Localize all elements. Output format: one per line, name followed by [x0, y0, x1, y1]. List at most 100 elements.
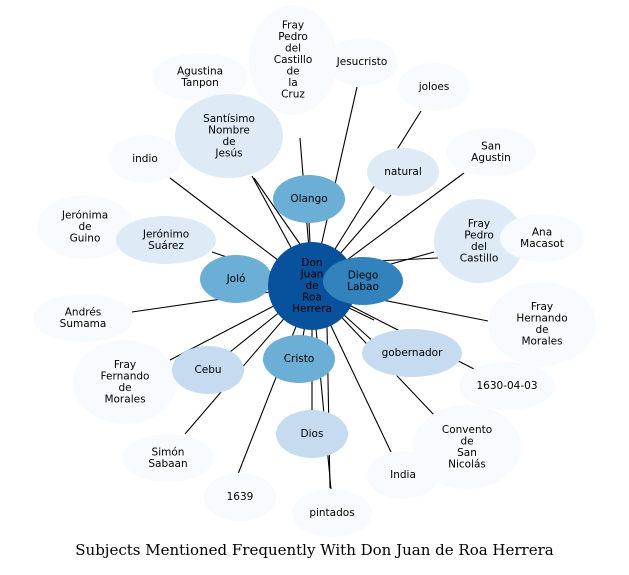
- node-label-line: Andrés: [65, 306, 102, 318]
- node-shape: [434, 199, 524, 283]
- node-label-line: Agustina: [177, 65, 223, 77]
- node-label-line: Pedro: [278, 31, 308, 43]
- node-year-1639[interactable]: 1639: [204, 473, 276, 521]
- node-label-line: indio: [132, 153, 158, 165]
- node-label-line: Fray: [282, 20, 304, 32]
- node-shape: [152, 53, 248, 101]
- node-shape: [37, 195, 133, 259]
- node-label-line: Suárez: [148, 240, 184, 252]
- edge-extra-0: [253, 177, 303, 248]
- node-shape: [367, 451, 439, 499]
- diagram-caption: Subjects Mentioned Frequently With Don J…: [75, 541, 554, 559]
- node-label-line: Herrera: [292, 303, 332, 315]
- node-shape: [122, 434, 214, 482]
- node-label-line: Nombre: [208, 124, 250, 136]
- node-shape: [33, 294, 133, 342]
- node-label-line: Fray: [114, 359, 136, 371]
- node-label-line: Simón: [152, 446, 185, 458]
- node-label-line: Jesús: [214, 147, 242, 159]
- node-label-line: India: [390, 469, 416, 481]
- node-label-line: Nicolás: [448, 458, 486, 470]
- node-shape: [413, 405, 521, 489]
- node-label-line: Juan: [300, 269, 324, 281]
- node-natural[interactable]: natural: [367, 148, 439, 196]
- node-label-line: Sabaan: [148, 458, 187, 470]
- node-label-line: San: [457, 447, 477, 459]
- node-shape: [500, 214, 584, 262]
- node-label-line: Joló: [226, 273, 246, 285]
- node-label-line: Hernando: [516, 312, 567, 324]
- node-label-line: 1630-04-03: [476, 380, 537, 392]
- node-label-line: Santísimo: [203, 113, 255, 125]
- node-label-line: la: [288, 77, 297, 89]
- node-shape: [367, 148, 439, 196]
- node-shape: [116, 216, 216, 264]
- node-cebu[interactable]: Cebu: [172, 346, 244, 394]
- node-label-line: Cruz: [281, 89, 305, 101]
- node-label-line: Jerónimo: [142, 228, 189, 240]
- node-gobernador[interactable]: gobernador: [362, 329, 462, 377]
- node-label-line: de: [78, 221, 91, 233]
- node-olango[interactable]: Olango: [273, 175, 345, 223]
- node-label-line: Castillo: [274, 54, 313, 66]
- node-shape: [172, 346, 244, 394]
- node-shape: [323, 257, 403, 305]
- node-label-line: Pedro: [464, 229, 494, 241]
- node-label-line: gobernador: [382, 347, 444, 359]
- node-india[interactable]: India: [367, 451, 439, 499]
- node-label-line: Guino: [70, 233, 101, 245]
- node-shape: [398, 63, 470, 111]
- node-joloes[interactable]: joloes: [398, 63, 470, 111]
- node-label-line: Fernando: [101, 370, 150, 382]
- node-label-line: de: [286, 66, 299, 78]
- node-label-line: Castillo: [460, 252, 499, 264]
- node-label-line: de: [305, 280, 318, 292]
- node-label-line: joloes: [418, 81, 450, 93]
- node-jolo[interactable]: Joló: [200, 255, 272, 303]
- node-shape: [204, 473, 276, 521]
- node-label-line: pintados: [309, 507, 354, 519]
- node-date-1630[interactable]: 1630-04-03: [459, 362, 555, 410]
- node-label-line: Morales: [104, 393, 145, 405]
- node-label-line: Olango: [290, 193, 327, 205]
- node-dios[interactable]: Dios: [276, 410, 348, 458]
- node-label-line: 1639: [227, 491, 254, 503]
- node-label-line: Tanpon: [180, 77, 219, 89]
- node-shape: [263, 335, 335, 383]
- node-shape: [292, 489, 372, 537]
- node-label-line: de: [222, 136, 235, 148]
- node-shape: [326, 38, 398, 86]
- node-label-line: Don: [301, 257, 322, 269]
- node-shape: [249, 5, 337, 115]
- node-jesucristo[interactable]: Jesucristo: [326, 38, 398, 86]
- node-label-line: Convento: [442, 424, 492, 436]
- node-label-line: Dios: [301, 428, 324, 440]
- node-shape: [276, 410, 348, 458]
- node-label-line: Cebu: [194, 364, 221, 376]
- node-shape: [488, 282, 596, 366]
- node-pintados[interactable]: pintados: [292, 489, 372, 537]
- node-label-line: Fray: [531, 301, 553, 313]
- node-indio[interactable]: indio: [109, 135, 181, 183]
- node-shape: [459, 362, 555, 410]
- node-label-line: Macasot: [520, 238, 564, 250]
- node-shape: [109, 135, 181, 183]
- node-cristo[interactable]: Cristo: [263, 335, 335, 383]
